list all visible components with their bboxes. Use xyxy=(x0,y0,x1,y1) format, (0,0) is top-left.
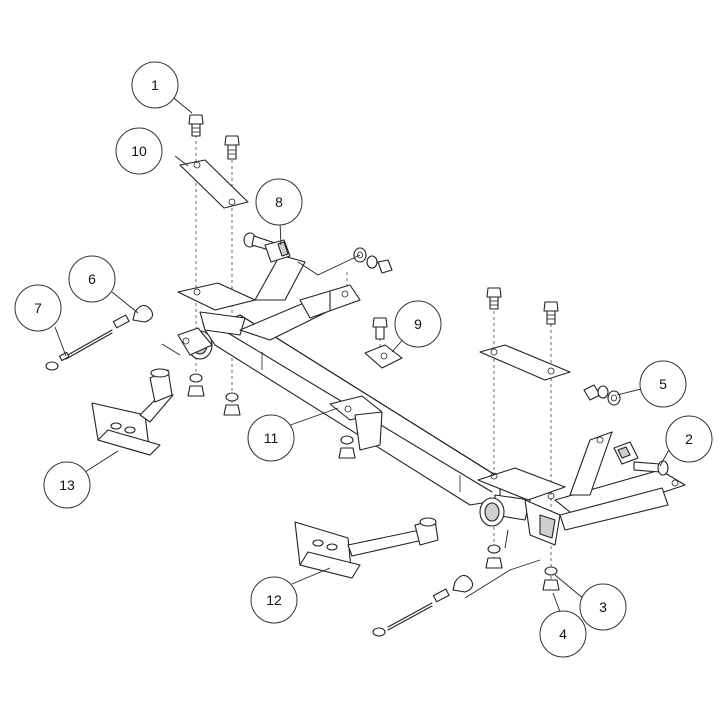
main-crossbar xyxy=(204,314,501,506)
callout-label: 9 xyxy=(414,316,422,332)
callout-5: 5 xyxy=(639,360,687,408)
callout-1: 1 xyxy=(131,61,179,109)
bolt-1b xyxy=(224,135,240,160)
callout-7: 7 xyxy=(14,284,62,332)
callout-2: 2 xyxy=(665,415,713,463)
callout-label: 11 xyxy=(264,430,279,446)
callout-label: 12 xyxy=(266,592,282,608)
safety-cable-left xyxy=(45,304,154,371)
callout-label: 4 xyxy=(559,626,567,642)
leader-lines xyxy=(54,94,671,621)
nuts-left xyxy=(187,373,356,459)
callout-6: 6 xyxy=(68,255,116,303)
bolt-1a xyxy=(188,114,204,137)
bolt-right-a xyxy=(486,287,502,310)
callout-label: 5 xyxy=(659,376,667,392)
left-mount-bracket xyxy=(177,254,361,360)
carriage-bolt-2 xyxy=(613,441,669,476)
carriage-bolt-8 xyxy=(243,232,291,263)
callout-label: 6 xyxy=(88,271,96,287)
mounting-plate-upper-right xyxy=(479,344,571,381)
bolt-right-b xyxy=(543,301,559,325)
callout-8: 8 xyxy=(255,178,303,226)
tow-bracket-13 xyxy=(91,368,174,456)
callout-label: 3 xyxy=(599,599,607,615)
callout-label: 2 xyxy=(685,431,693,447)
callout-label: 1 xyxy=(151,77,159,93)
callout-11: 11 xyxy=(247,414,295,462)
bolt-9 xyxy=(372,317,388,340)
square-spacer-9 xyxy=(364,344,403,369)
washer-nut-5 xyxy=(583,384,621,406)
nuts-right xyxy=(485,544,560,591)
callout-10: 10 xyxy=(115,127,163,175)
callout-3: 3 xyxy=(579,583,627,631)
mounting-plate-upper-left xyxy=(179,159,249,209)
callout-label: 7 xyxy=(34,300,42,316)
callout-9: 9 xyxy=(394,300,442,348)
tow-bracket-12 xyxy=(294,517,439,579)
callout-12: 12 xyxy=(250,576,298,624)
callout-label: 10 xyxy=(131,143,147,159)
washer-nut-stack-8 xyxy=(353,247,393,274)
safety-cable-right xyxy=(372,574,474,637)
callout-13: 13 xyxy=(43,461,91,509)
callout-label: 13 xyxy=(59,477,75,493)
right-mount-bracket xyxy=(477,431,686,546)
callout-label: 8 xyxy=(275,194,283,210)
callout-4: 4 xyxy=(539,610,587,658)
